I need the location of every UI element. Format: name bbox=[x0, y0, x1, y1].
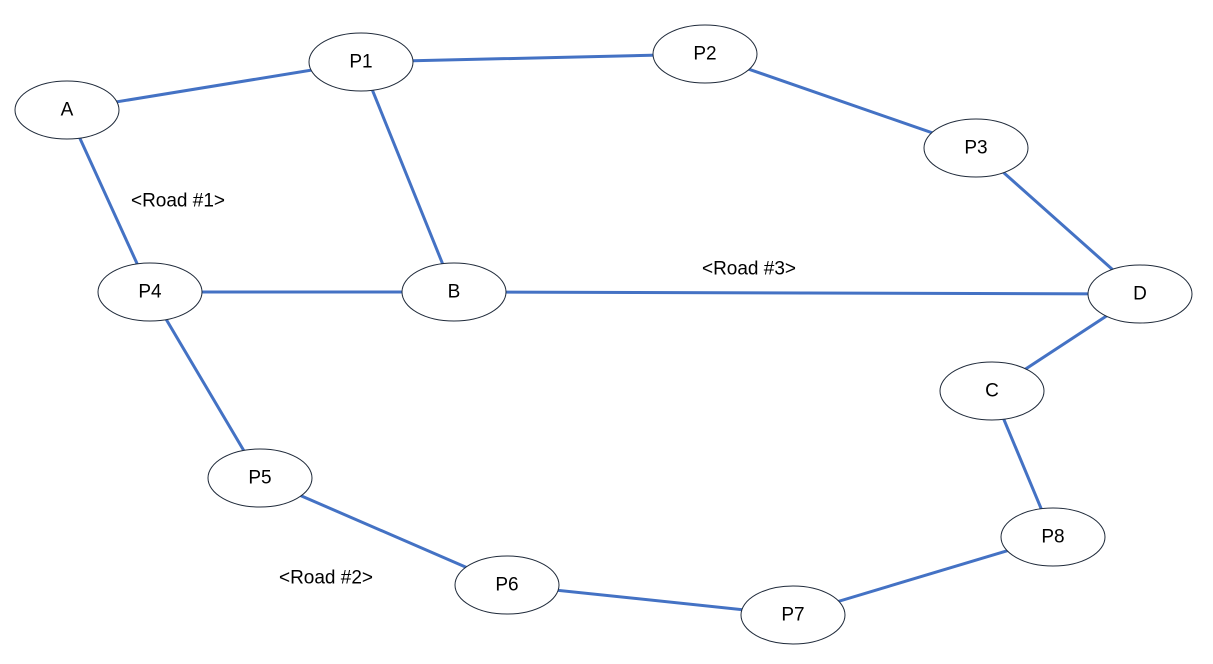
edge-p4-p5 bbox=[148, 290, 262, 480]
road-label-2: <Road #2> bbox=[279, 568, 373, 589]
node-ellipse-a bbox=[14, 80, 120, 140]
node-p3: P3 bbox=[923, 118, 1029, 178]
node-label-p4: P4 bbox=[138, 282, 162, 303]
node-a: A bbox=[14, 80, 120, 140]
node-ellipse-p3 bbox=[923, 118, 1029, 178]
edge-p1-b bbox=[359, 60, 456, 294]
node-p8: P8 bbox=[1000, 507, 1106, 567]
node-label-p6: P6 bbox=[495, 575, 518, 596]
node-ellipse-p5 bbox=[207, 448, 313, 508]
node-p4: P4 bbox=[97, 262, 203, 322]
node-label-d: D bbox=[1133, 284, 1147, 305]
edge-p1-p2 bbox=[359, 52, 707, 64]
node-p7: P7 bbox=[740, 585, 846, 645]
node-label-p8: P8 bbox=[1041, 527, 1064, 548]
edge-a-p4 bbox=[65, 108, 152, 294]
node-b: B bbox=[401, 262, 507, 322]
node-p2: P2 bbox=[652, 24, 758, 84]
node-p1: P1 bbox=[308, 32, 414, 92]
node-p5: P5 bbox=[207, 448, 313, 508]
node-ellipse-p2 bbox=[652, 24, 758, 84]
node-ellipse-p7 bbox=[740, 585, 846, 645]
node-ellipse-p4 bbox=[97, 262, 203, 322]
node-label-p3: P3 bbox=[964, 138, 987, 159]
node-ellipse-b bbox=[401, 262, 507, 322]
edge-p2-p3 bbox=[703, 52, 978, 150]
node-ellipse-p1 bbox=[308, 32, 414, 92]
road-label-3: <Road #3> bbox=[702, 259, 796, 280]
node-label-a: A bbox=[61, 100, 74, 121]
road-label-1: <Road #1> bbox=[131, 191, 225, 212]
road-labels-layer: <Road #1> <Road #3> <Road #2> bbox=[131, 191, 796, 589]
node-label-p5: P5 bbox=[248, 468, 271, 489]
node-ellipse-p8 bbox=[1000, 507, 1106, 567]
node-c: C bbox=[939, 361, 1045, 421]
node-d: D bbox=[1087, 264, 1193, 324]
node-label-p7: P7 bbox=[781, 605, 804, 626]
node-label-p2: P2 bbox=[693, 44, 716, 65]
node-ellipse-c bbox=[939, 361, 1045, 421]
edge-b-d bbox=[452, 290, 1142, 296]
node-ellipse-d bbox=[1087, 264, 1193, 324]
node-ellipse-p6 bbox=[454, 555, 560, 615]
node-p6: P6 bbox=[454, 555, 560, 615]
node-label-p1: P1 bbox=[349, 52, 372, 73]
node-label-b: B bbox=[448, 282, 461, 303]
node-label-c: C bbox=[985, 381, 999, 402]
